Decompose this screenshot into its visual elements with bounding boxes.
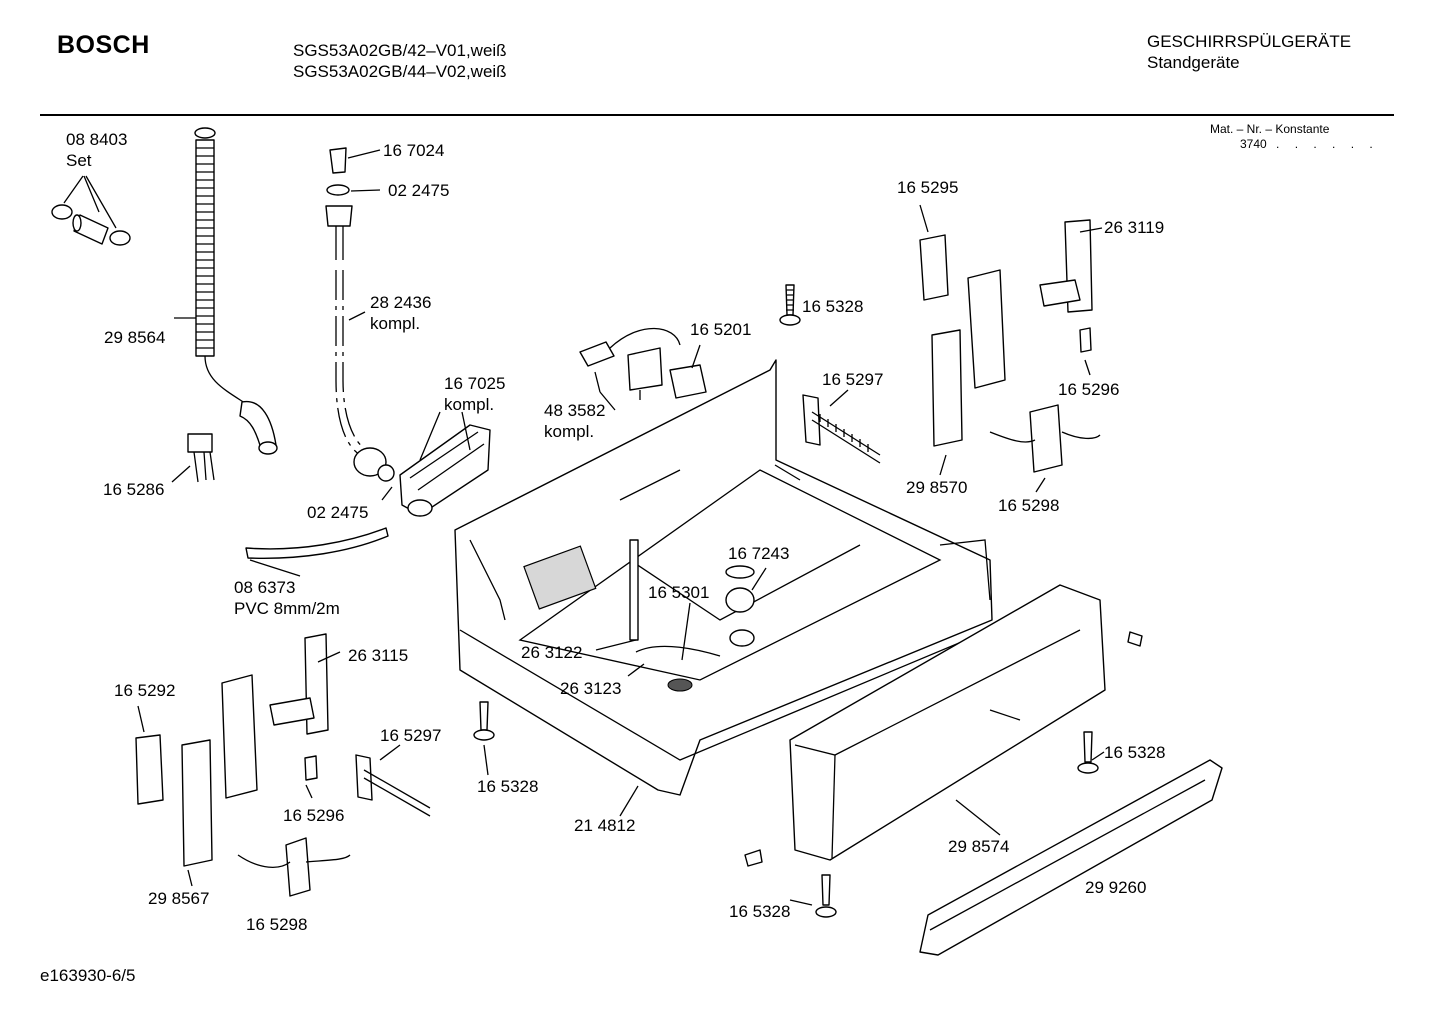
inlet-valve-assembly: [399, 411, 491, 517]
screw-upper: [779, 284, 801, 326]
kick-panel: [789, 584, 1143, 861]
part-label: 29 8574: [948, 837, 1010, 856]
part-label: 16 5328: [1104, 743, 1166, 762]
cable-harness: [579, 327, 707, 400]
part-label: 16 5298: [246, 915, 308, 934]
spring-upper: [802, 389, 881, 464]
part-label: 16 5286: [103, 480, 165, 499]
part-label: 29 8564: [104, 328, 166, 347]
part-label: 26 3115: [348, 646, 409, 665]
part-label: 02 2475: [388, 181, 450, 200]
part-label: 02 2475: [307, 503, 369, 522]
part-label: 26 3123: [560, 679, 622, 698]
inlet-hose: [325, 147, 395, 482]
part-label: 28 2436: [370, 293, 432, 312]
part-label: 26 3119: [1104, 218, 1165, 237]
part-label: 16 5296: [283, 806, 345, 825]
part-label: 16 5298: [998, 496, 1060, 515]
part-label: 08 6373: [234, 578, 296, 597]
part-label: 29 8567: [148, 889, 210, 908]
side-bracket-left: [135, 633, 431, 897]
part-label: 16 5328: [729, 902, 791, 921]
screw-lower-right: [1077, 731, 1099, 774]
category-title: GESCHIRRSPÜLGERÄTE: [1147, 32, 1352, 51]
model-line-2: SGS53A02GB/44–V02,weiß: [293, 62, 507, 81]
hose-clip: [171, 433, 215, 483]
part-label: 16 5297: [380, 726, 442, 745]
part-label: 16 7025: [444, 374, 506, 393]
side-bracket-right: [919, 204, 1103, 493]
document-id: e163930-6/5: [40, 966, 136, 985]
part-label: 21 4812: [574, 816, 636, 835]
base-tub: [454, 359, 993, 796]
drain-hose: [174, 127, 278, 455]
sensor-cable: [635, 645, 721, 657]
part-label: 16 5301: [648, 583, 710, 602]
part-label: 16 5292: [114, 681, 176, 700]
part-label: 29 8570: [906, 478, 968, 497]
part-label: 16 7024: [383, 141, 445, 160]
part-label: 16 5297: [822, 370, 884, 389]
part-label: 16 5201: [690, 320, 752, 339]
part-note: kompl.: [444, 395, 495, 414]
leader-lines: [249, 344, 1105, 906]
brand-logo: BOSCH: [57, 31, 150, 59]
mat-nr-value: 3740 . . . . . .: [1240, 137, 1379, 151]
screw-lower-left: [473, 701, 495, 776]
bottom-trim: [919, 759, 1223, 956]
part-label: 16 5296: [1058, 380, 1120, 399]
pvc-tube: [245, 527, 389, 559]
mat-nr-title: Mat. – Nr. – Konstante: [1210, 122, 1330, 136]
hose-clamp-set: [51, 175, 131, 246]
screw-lower-mid: [744, 849, 837, 918]
part-note: Set: [66, 151, 92, 170]
part-label: 26 3122: [521, 643, 583, 662]
part-label: 16 5328: [477, 777, 539, 796]
part-label: 08 8403: [66, 130, 128, 149]
header-divider: [40, 114, 1394, 116]
mat-nr-number: 3740: [1240, 137, 1267, 151]
part-label: 16 5295: [897, 178, 959, 197]
subcategory-title: Standgeräte: [1147, 53, 1240, 72]
part-label: 48 3582: [544, 401, 606, 420]
part-note: PVC 8mm/2m: [234, 599, 340, 618]
float-assembly: [667, 565, 755, 692]
part-label: 16 7243: [728, 544, 790, 563]
part-label: 29 9260: [1085, 878, 1147, 897]
part-note: kompl.: [544, 422, 595, 441]
model-line-1: SGS53A02GB/42–V01,weiß: [293, 41, 507, 60]
part-note: kompl.: [370, 314, 421, 333]
part-label: 16 5328: [802, 297, 864, 316]
